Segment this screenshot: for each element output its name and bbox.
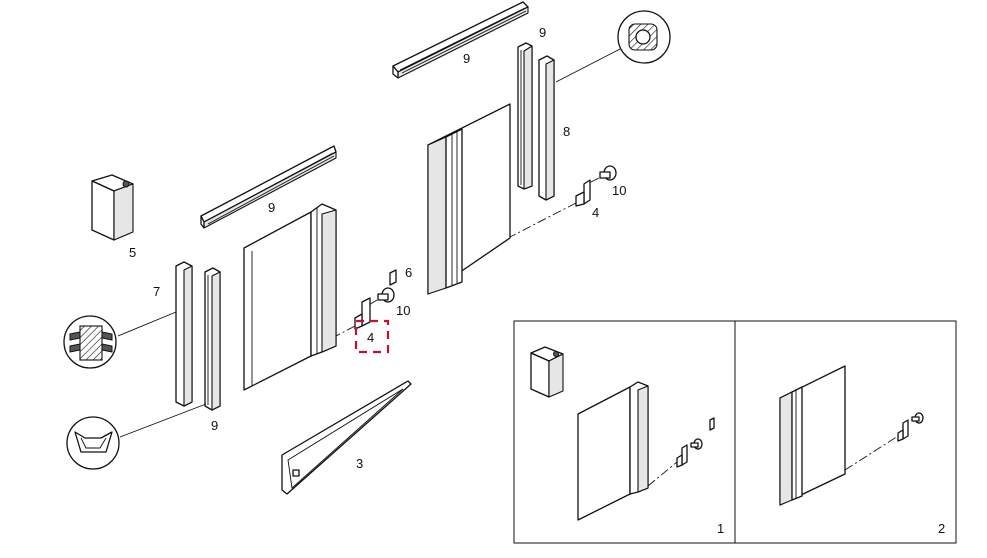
bracket-left [354, 297, 371, 330]
leader-insert-left [117, 311, 177, 337]
inset-frame [513, 320, 957, 544]
bracket-left-label: 4 [367, 330, 374, 345]
inset-panel-2-label: 2 [938, 521, 945, 536]
bracket-right-label: 4 [592, 205, 599, 220]
inset-panel-2 [779, 365, 924, 506]
door-leaf-right [427, 103, 511, 295]
inset-panel-1-label: 1 [717, 521, 724, 536]
rail-middle [200, 145, 337, 229]
axis-line-right [509, 202, 577, 238]
clip-label: 6 [405, 265, 412, 280]
wedge [281, 380, 412, 495]
door-leaf-left [243, 203, 337, 391]
profile-left-bottom [204, 267, 221, 411]
profile-left-bottom-label: 9 [211, 418, 218, 433]
insert-right-label: 8 [563, 124, 570, 139]
rail-middle-label: 9 [268, 200, 275, 215]
profile-right-top-label: 9 [539, 25, 546, 40]
screw-left [368, 287, 395, 306]
insert-left [175, 261, 193, 407]
inset-panel-1 [530, 346, 715, 521]
profile-detail-circle-bottom [66, 416, 120, 470]
highlight-box [354, 319, 390, 354]
axis-line-left [335, 325, 356, 337]
end-cap [91, 174, 134, 241]
rail-top [392, 1, 529, 79]
profile-right-top [517, 42, 533, 190]
wedge-label: 3 [356, 456, 363, 471]
insert-left-label: 7 [153, 284, 160, 299]
insert-right [538, 55, 555, 201]
rail-top-label: 9 [463, 51, 470, 66]
leader-profile-left [119, 403, 207, 438]
screw-left-label: 10 [396, 303, 410, 318]
end-cap-label: 5 [129, 245, 136, 260]
profile-detail-circle-top [555, 10, 671, 83]
profile-detail-circle-left [63, 315, 117, 369]
bracket-right [575, 179, 591, 207]
screw-right [588, 165, 617, 184]
screw-right-label: 10 [612, 183, 626, 198]
clip [389, 269, 397, 286]
